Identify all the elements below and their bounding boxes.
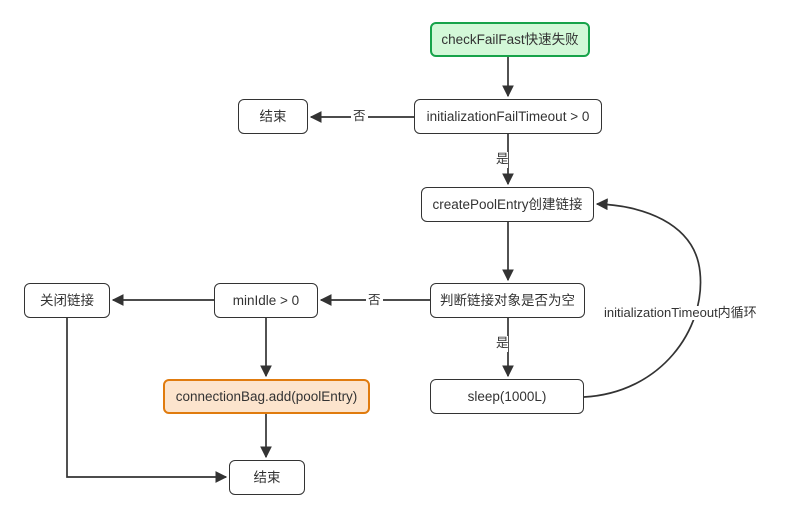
node-label: 判断链接对象是否为空 xyxy=(440,292,575,308)
node-connection-bag-add[interactable]: connectionBag.add(poolEntry) xyxy=(163,379,370,414)
node-end-top[interactable]: 结束 xyxy=(238,99,308,134)
node-label: 结束 xyxy=(259,108,287,124)
loop-caption-initialization-timeout: initializationTimeout内循环 xyxy=(604,305,757,321)
node-initialization-fail-timeout[interactable]: initializationFailTimeout > 0 xyxy=(414,99,602,134)
edge-sleep-to-createpoolentry-loop xyxy=(583,198,702,398)
edge-label-no-top: 否 xyxy=(351,109,368,124)
node-close-connection[interactable]: 关闭链接 xyxy=(24,283,110,318)
node-end-bottom[interactable]: 结束 xyxy=(229,460,305,495)
node-label: checkFailFast快速失败 xyxy=(441,31,579,47)
edge-close-to-end xyxy=(66,318,228,483)
node-check-fail-fast[interactable]: checkFailFast快速失败 xyxy=(430,22,590,57)
node-label: createPoolEntry创建链接 xyxy=(432,196,583,212)
edge-label-yes-top: 是 xyxy=(496,152,509,168)
node-label: 关闭链接 xyxy=(40,292,94,308)
node-create-pool-entry[interactable]: createPoolEntry创建链接 xyxy=(421,187,594,222)
edge-label-no-mid: 否 xyxy=(366,293,383,308)
node-label: 结束 xyxy=(253,469,281,485)
edge-label-yes-mid: 是 xyxy=(496,336,509,352)
node-label: initializationFailTimeout > 0 xyxy=(426,108,590,124)
node-min-idle[interactable]: minIdle > 0 xyxy=(214,283,318,318)
node-label: minIdle > 0 xyxy=(232,292,300,308)
node-sleep[interactable]: sleep(1000L) xyxy=(430,379,584,414)
node-label: connectionBag.add(poolEntry) xyxy=(175,388,358,404)
node-label: sleep(1000L) xyxy=(467,388,547,404)
node-is-entry-null[interactable]: 判断链接对象是否为空 xyxy=(430,283,585,318)
